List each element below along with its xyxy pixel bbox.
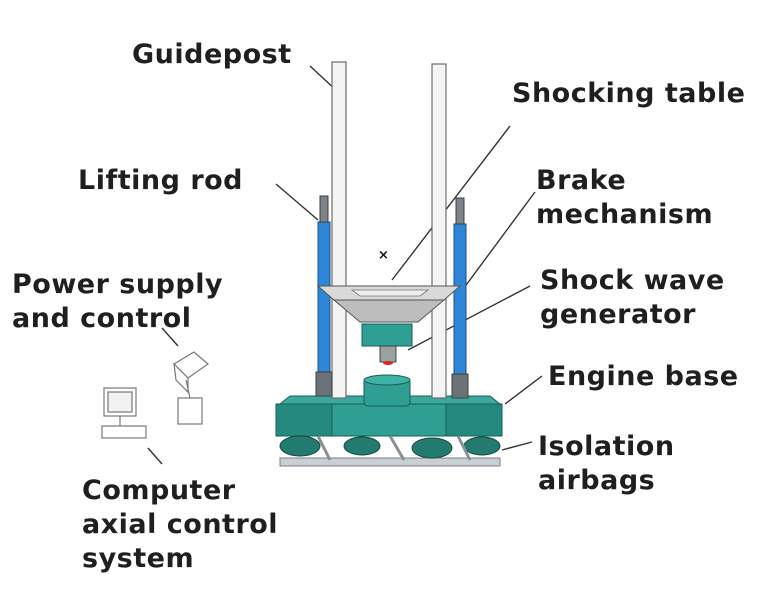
power-supply-drawing [173, 351, 209, 425]
guideposts [331, 61, 447, 399]
label-shock-wave-generator: Shock wave generator [540, 265, 725, 330]
label-lifting-rod: Lifting rod [78, 165, 244, 196]
computer-drawing [101, 387, 147, 439]
leader-brake-mechanism [457, 191, 536, 297]
leader-lines [147, 65, 543, 465]
label-isolation-airbags: Isolation airbags [538, 431, 675, 496]
label-power-supply: Power supply and control [12, 269, 224, 334]
shocking-table [316, 285, 462, 323]
label-brake-mechanism: Brake mechanism [536, 165, 714, 230]
label-shocking-table: Shocking table [512, 78, 746, 109]
label-engine-base: Engine base [548, 361, 739, 392]
label-guidepost: Guidepost [132, 39, 292, 70]
lifting-rods [315, 195, 469, 399]
engine-base [275, 374, 503, 437]
leader-computer [147, 447, 163, 465]
shock-wave-generator [361, 323, 413, 365]
leader-shock-wave-generator [407, 285, 531, 351]
isolation-airbags [279, 435, 501, 467]
leader-lifting-rod [275, 183, 319, 221]
leader-power-supply [161, 327, 179, 347]
leader-shocking-table [391, 125, 511, 281]
center-mark: × [378, 248, 389, 263]
leader-engine-base [504, 375, 543, 405]
leader-isolation-airbags [501, 441, 533, 451]
label-computer-axial-control: Computer axial control system [82, 475, 279, 574]
